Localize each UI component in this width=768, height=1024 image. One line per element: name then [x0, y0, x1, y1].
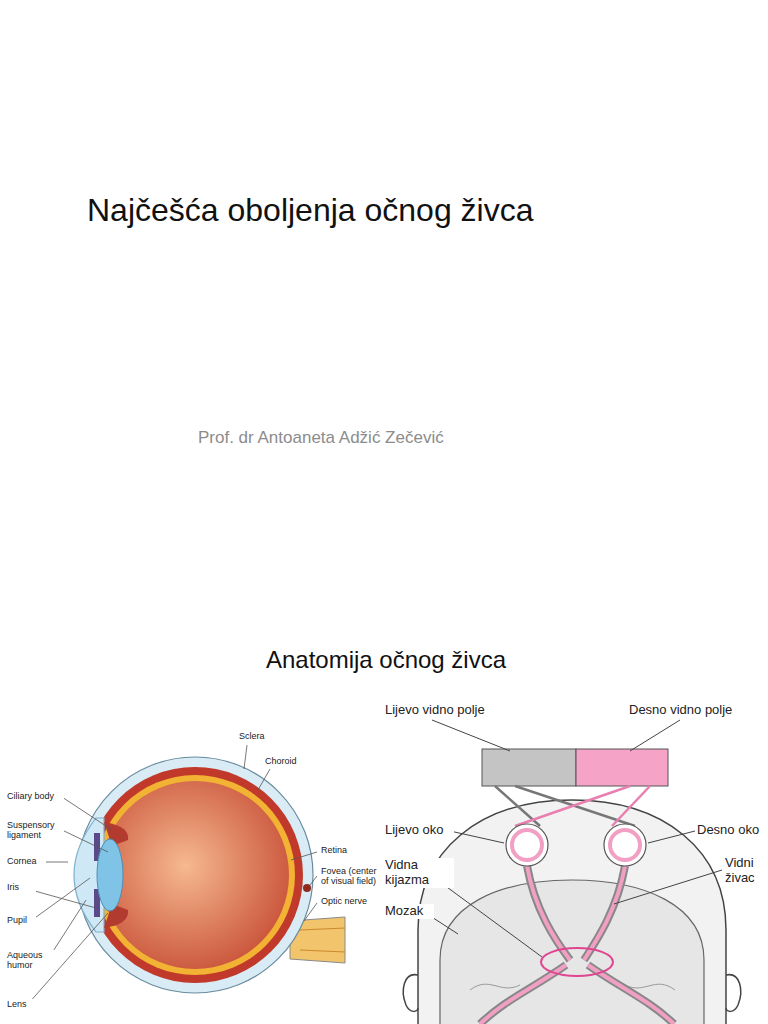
part-label: Lens — [6, 999, 36, 1009]
part-label: Mozak — [384, 904, 434, 919]
eye-illustration — [74, 757, 345, 993]
part-label: Choroid — [264, 756, 314, 766]
part-label: Ciliary body — [6, 791, 64, 801]
part-label: Vidna kijazma — [384, 858, 454, 888]
slide-title: Najčešća oboljenja očnog živca — [87, 192, 707, 229]
leader-lines — [24, 745, 317, 1004]
leader-lines — [424, 720, 722, 957]
part-label: Desno oko — [696, 823, 764, 838]
part-label: Vidni živac — [724, 856, 764, 886]
part-label: Lijevo oko — [384, 823, 454, 838]
author-subtitle: Prof. dr Antoaneta Adžić Zečević — [198, 428, 618, 448]
part-label: Suspensory ligament — [6, 820, 64, 841]
part-label: Desno vidno polje — [628, 703, 758, 718]
part-label: Lijevo vidno polje — [384, 703, 514, 718]
slide-heading: Anatomija očnog živca — [2, 646, 768, 674]
part-label: Fovea (center of visual field) — [320, 866, 382, 887]
part-label: Iris — [6, 882, 36, 892]
part-label: Optic nerve — [320, 896, 382, 906]
part-label: Sclera — [238, 731, 288, 741]
part-label: Retina — [320, 845, 380, 855]
part-label: Aqueous humor — [6, 950, 56, 971]
part-label: Cornea — [6, 856, 46, 866]
part-label: Pupil — [6, 915, 36, 925]
